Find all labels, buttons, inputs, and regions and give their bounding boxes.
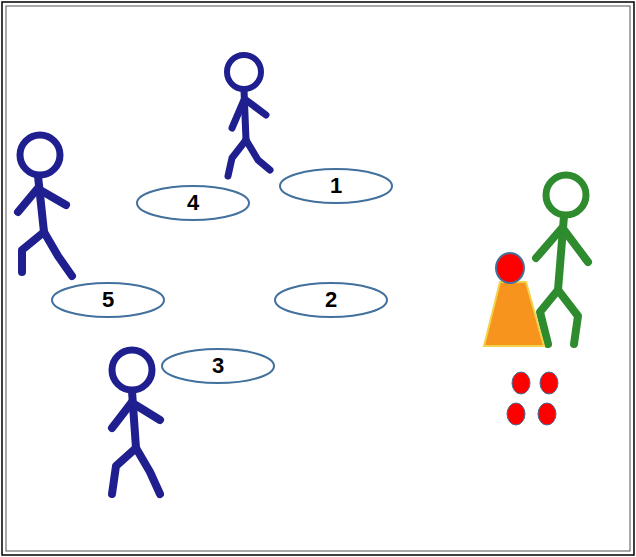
hoop-number: 4 [136, 191, 250, 215]
hoop: 5 [51, 282, 165, 318]
cone [484, 282, 544, 346]
hoop-number: 5 [51, 288, 165, 312]
hoop: 1 [279, 168, 393, 204]
runner-figure [227, 55, 270, 176]
hoop-number: 1 [279, 174, 393, 198]
hoop: 4 [136, 185, 250, 221]
hoop-number: 2 [274, 288, 388, 312]
frame-inner [6, 6, 630, 551]
ball [496, 253, 524, 283]
hoop-number: 3 [161, 354, 275, 378]
coach-figure [536, 175, 588, 344]
ball-pile [507, 372, 558, 425]
hoop: 2 [274, 282, 388, 318]
runner-figure [18, 135, 72, 276]
hoop: 3 [161, 348, 275, 384]
runner-figure [112, 350, 160, 494]
